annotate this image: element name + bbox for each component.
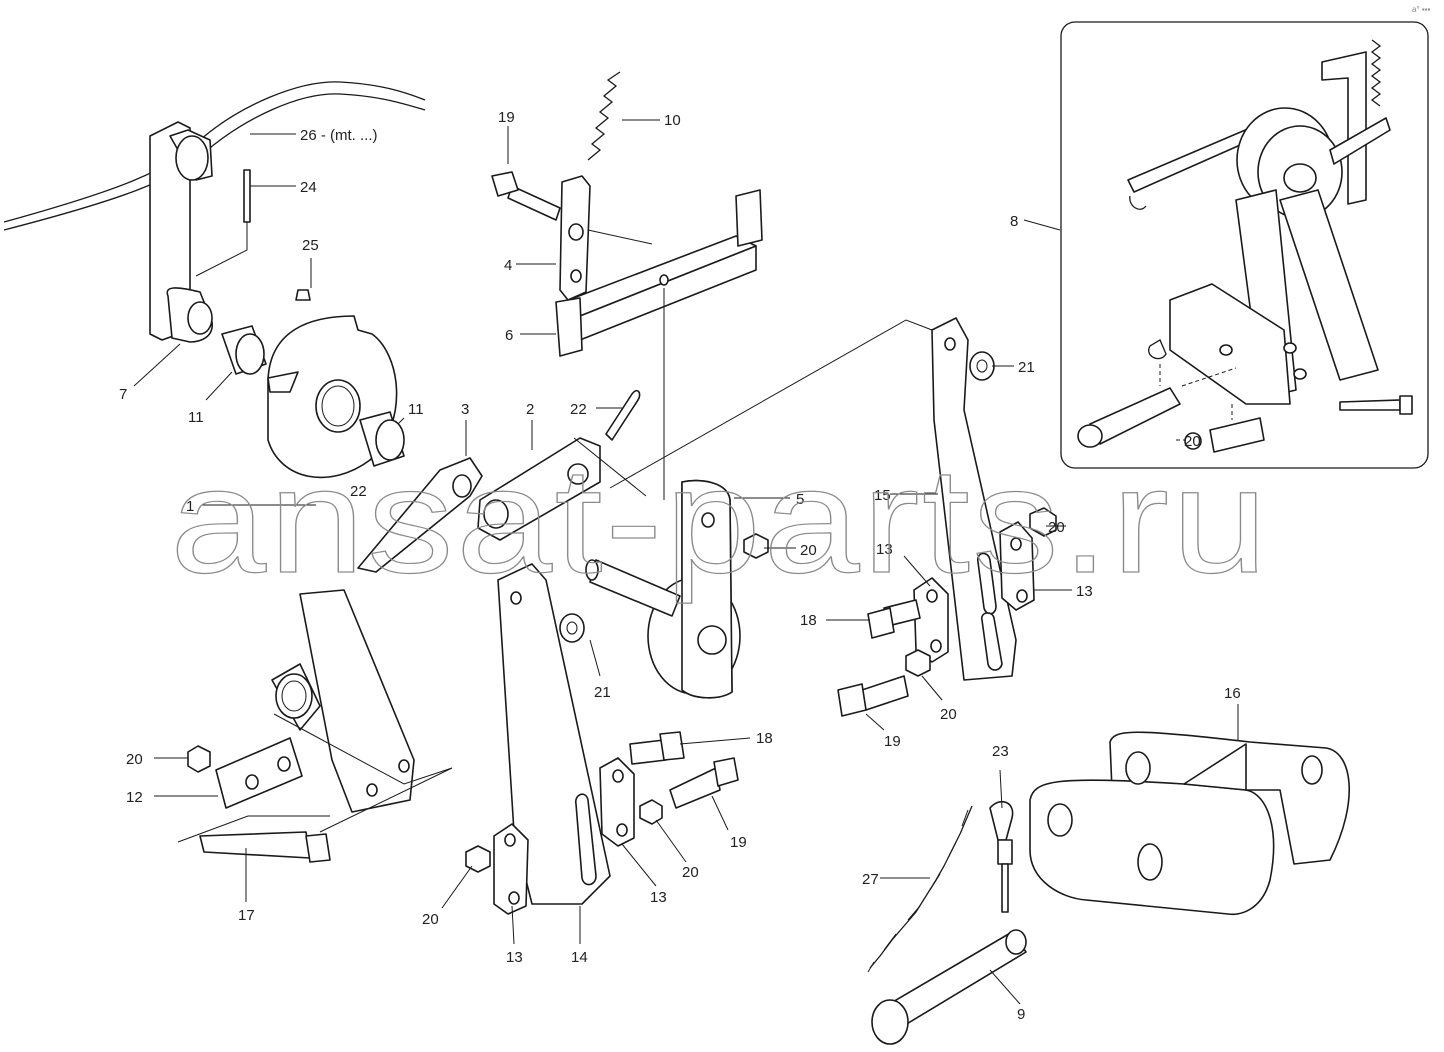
callout-17: 17 [238, 907, 255, 924]
pin-17 [199, 831, 311, 859]
callout-20-f: 20 [422, 911, 439, 928]
callout-18-b: 18 [756, 730, 773, 747]
chain-27 [869, 805, 973, 969]
callout-24: 24 [300, 179, 317, 196]
callout-10: 10 [664, 112, 681, 129]
callout-19-c: 19 [730, 834, 747, 851]
corner-mark: a° ▪▪▪ [1412, 5, 1431, 14]
callout-6: 6 [505, 327, 513, 344]
leader-lines [133, 119, 1239, 1005]
clip-23 [989, 800, 1014, 841]
callout-25: 25 [302, 237, 319, 254]
callout-22-a: 22 [570, 401, 587, 418]
callout-11-right: 11 [408, 401, 424, 418]
cable [3, 81, 426, 223]
callout-13-c: 13 [650, 889, 667, 906]
callout-19-top: 19 [498, 109, 515, 126]
mount-1 [271, 589, 453, 833]
callout-8: 8 [1010, 213, 1018, 230]
callout-16: 16 [1224, 685, 1241, 702]
callout-labels: 1 2 3 4 5 6 7 8 9 10 11 11 12 13 13 13 1… [119, 109, 1241, 1023]
callout-12: 12 [126, 789, 143, 806]
callout-20-a: 20 [800, 542, 817, 559]
spring-10 [587, 71, 621, 161]
callout-5: 5 [796, 491, 804, 508]
callout-13-b: 13 [1076, 583, 1093, 600]
callout-4: 4 [504, 257, 512, 274]
callout-20-d: 20 [126, 751, 143, 768]
bolt-19-top [507, 185, 561, 221]
bracket-16 [1029, 731, 1350, 916]
callout-20-g: 20 [1184, 433, 1201, 450]
callout-20-e: 20 [682, 864, 699, 881]
callout-9: 9 [1017, 1006, 1025, 1023]
watermark: ansat-parts.ru [170, 436, 1270, 604]
callout-1: 1 [186, 498, 194, 515]
beam-6 [555, 189, 763, 357]
callout-22-b: 22 [350, 483, 367, 500]
callout-20-c: 20 [940, 706, 957, 723]
callout-7: 7 [119, 386, 127, 403]
member-14 [497, 563, 611, 905]
callout-11-left: 11 [188, 409, 204, 426]
callout-18-a: 18 [800, 612, 817, 629]
callout-20-b: 20 [1048, 519, 1065, 536]
bracket-7 [149, 121, 213, 343]
callout-23: 23 [992, 743, 1009, 760]
callout-14: 14 [571, 949, 588, 966]
callout-27: 27 [862, 871, 879, 888]
callout-15: 15 [874, 487, 891, 504]
member-15 [931, 317, 1017, 681]
inset-assembly-8 [1060, 21, 1429, 469]
callout-26: 26 - (mt. ...) [300, 127, 378, 144]
callout-3: 3 [461, 401, 469, 418]
link-plate-3 [357, 457, 483, 573]
callout-13-d: 13 [506, 949, 523, 966]
callout-19-b: 19 [884, 733, 901, 750]
callout-2: 2 [526, 401, 534, 418]
plate-12 [215, 737, 303, 809]
callout-13-a: 13 [876, 541, 893, 558]
callout-21-b: 21 [594, 684, 611, 701]
callout-21-a: 21 [1018, 359, 1035, 376]
